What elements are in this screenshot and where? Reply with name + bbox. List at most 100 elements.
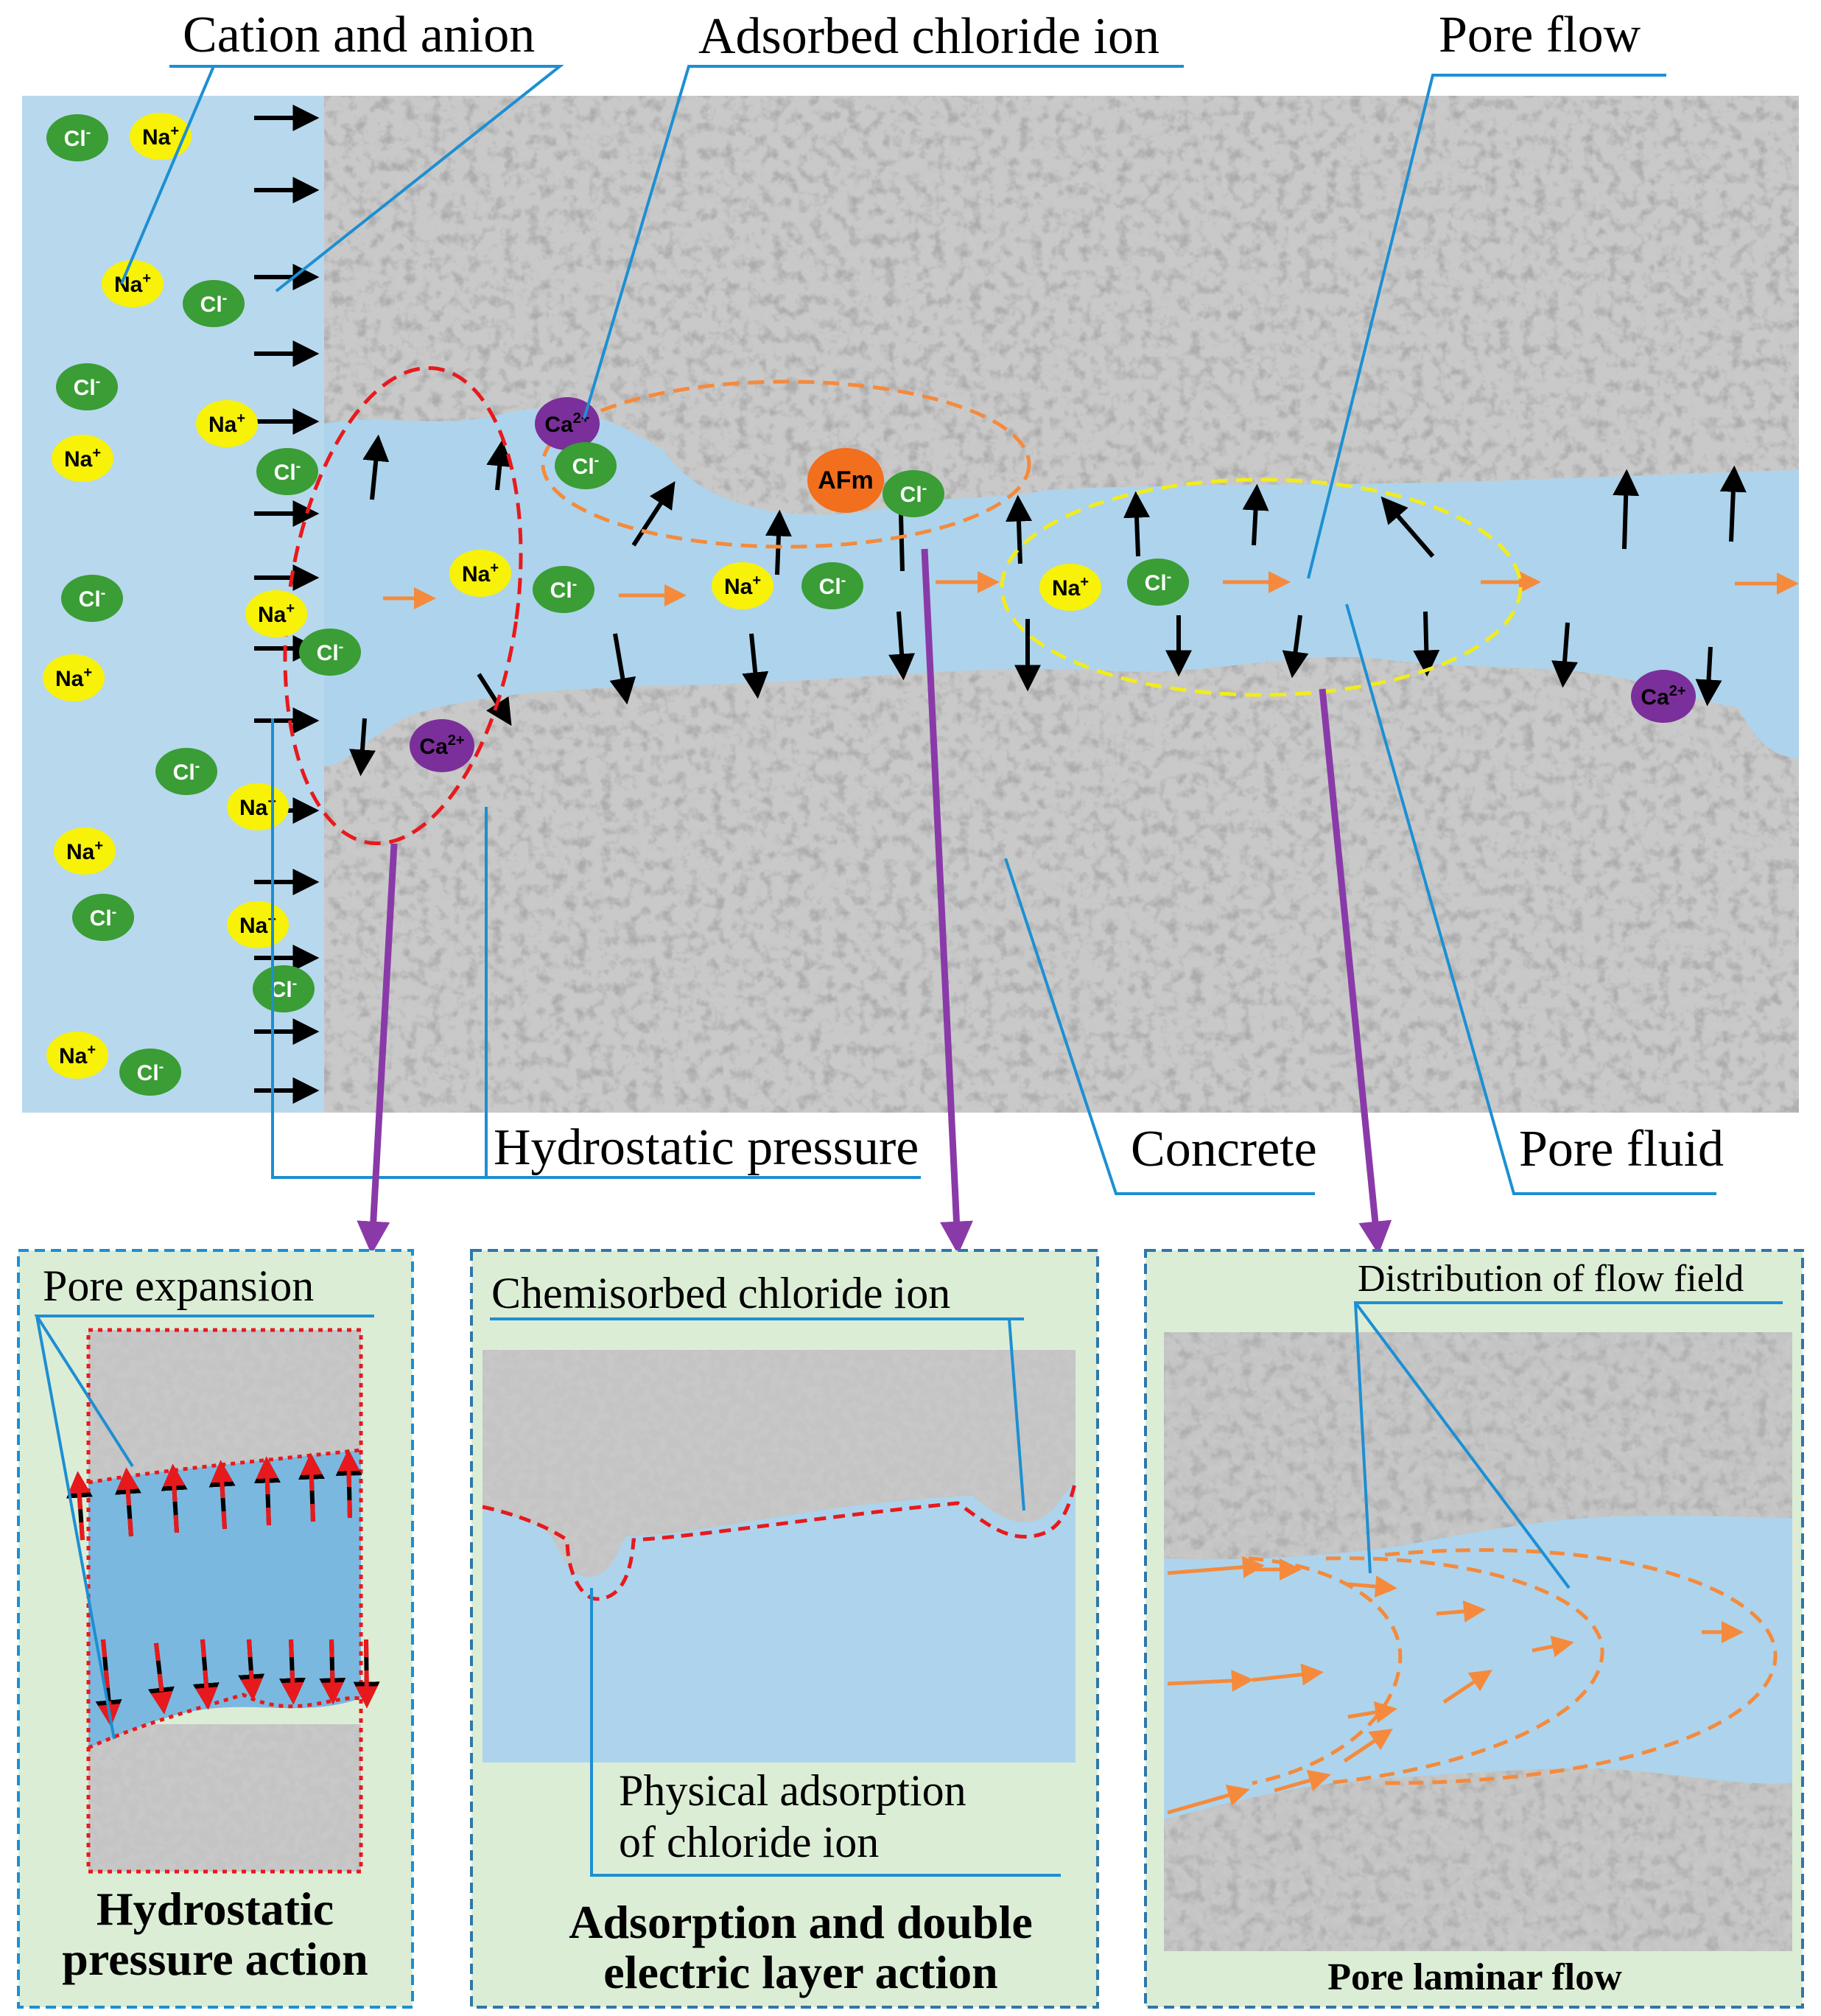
chloride-ion: Cl-: [56, 363, 118, 410]
ion-body: [46, 1032, 108, 1079]
flow-field-profiles: [1248, 1548, 1778, 1785]
ion-body: [253, 965, 315, 1012]
flow-focus-ellipse: [1000, 477, 1523, 697]
label-hydrostatic-pressure: Hydrostatic pressure: [494, 1119, 919, 1176]
ion-charge: -: [922, 480, 927, 497]
ion-charge: -: [339, 639, 344, 655]
label-physical-line1: Physical adsorption: [619, 1766, 966, 1815]
ion-body: [256, 448, 318, 495]
sodium-ion: Na+: [102, 260, 164, 307]
chloride-ion: Cl-: [155, 748, 217, 795]
ion-body: [410, 719, 474, 772]
ion-charge: -: [101, 585, 106, 601]
ion-charge: +: [92, 445, 101, 461]
chloride-ion: Cl-: [183, 280, 245, 327]
ion-body: [555, 442, 617, 489]
ion-charge: -: [292, 976, 298, 992]
pore-wall-arrows: [349, 434, 1747, 777]
label-cation-anion: Cation and anion: [183, 7, 535, 63]
ion-label: Cl-: [819, 573, 846, 599]
ion-charge: -: [86, 125, 91, 141]
label-physical-line2: of chloride ion: [619, 1818, 879, 1866]
sodium-ion: Na+: [227, 783, 289, 830]
ion-charge: -: [1167, 569, 1172, 585]
label-flow-field: Distribution of flow field: [1358, 1258, 1744, 1300]
sodium-ion: Na+: [1039, 564, 1101, 611]
title-hydrostatic-line1: Hydrostatic: [97, 1883, 334, 1935]
ion-body: [245, 590, 307, 637]
label-pore-fluid: Pore fluid: [1519, 1121, 1724, 1177]
ion-charge: +: [87, 1042, 96, 1058]
ion-charge: 2+: [1669, 683, 1686, 699]
laminar-pore: [1164, 1516, 1792, 1820]
pore-flow-arrows: [383, 571, 1800, 609]
chloride-ion: Cl-: [72, 894, 134, 941]
chloride-ion: Cl-: [256, 448, 318, 495]
ion-body: [61, 575, 123, 622]
concrete-leader: [1004, 858, 1315, 1195]
ion-charge: +: [490, 560, 499, 576]
ion-body: [43, 654, 105, 701]
ion-charge: +: [170, 123, 179, 139]
ion-body: [712, 562, 773, 609]
sodium-ion: Na+: [46, 1032, 108, 1079]
afm-phase: AFm: [807, 448, 884, 513]
panel-hydrostatic: Pore expansion Hydrostatic pressure acti…: [17, 1249, 414, 2009]
ion-label: Na+: [1052, 574, 1089, 601]
calcium-ion: Ca2+: [1631, 670, 1696, 723]
expansion-arrows-down: [95, 1639, 380, 1727]
title-adsorption-line1: Adsorption and double: [569, 1896, 1033, 1948]
ion-charge: -: [195, 758, 200, 774]
ion-body: [155, 748, 217, 795]
sodium-ion: Na+: [43, 654, 105, 701]
calcium-ion: Ca2+: [410, 719, 474, 772]
ion-body: [72, 894, 134, 941]
calcium-ion: Ca2+: [535, 397, 600, 450]
panel-adsorption: Chemisorbed chloride ion Physical adsorp…: [470, 1249, 1099, 2009]
title-adsorption-line2: electric layer action: [603, 1946, 997, 1998]
ion-charge: +: [1080, 574, 1089, 590]
ion-charge: +: [752, 573, 761, 589]
panel-laminar-flow: Distribution of flow field Pore laminar …: [1144, 1249, 1804, 2009]
ion-body: [533, 566, 594, 613]
ion-charge: +: [83, 665, 92, 681]
adsorbed-chloride-leader: [583, 65, 1184, 419]
physical-adsorption-leader: [590, 1588, 1061, 1877]
ion-body: [449, 550, 511, 597]
ion-charge: +: [142, 270, 151, 287]
expansion-arrows-up: [66, 1449, 362, 1541]
pore-fluid-leader: [1345, 603, 1716, 1195]
chloride-ion: Cl-: [555, 442, 617, 489]
chloride-ion: Cl-: [533, 566, 594, 613]
sodium-ion: Na+: [712, 562, 773, 609]
ion-body: [299, 629, 361, 676]
ion-charge: -: [222, 290, 228, 307]
chloride-ion: Cl-: [119, 1049, 181, 1096]
ion-body: [119, 1049, 181, 1096]
pore-expansion-leader-2: [35, 1315, 116, 1740]
ion-charge: -: [96, 374, 101, 390]
ion-charge: +: [286, 601, 295, 617]
ion-body: [46, 114, 108, 161]
cation-anion-leader-2: [214, 65, 564, 293]
ion-body: [52, 435, 113, 482]
ion-body: [1127, 559, 1189, 606]
sodium-ion: Na+: [130, 113, 192, 160]
ion-body: [102, 260, 164, 307]
label-concrete: Concrete: [1131, 1121, 1317, 1177]
hydrostatic-leader: [271, 718, 921, 1179]
hydrostatic-focus-ellipse: [283, 365, 523, 846]
adsorption-focus-ellipse: [541, 379, 1031, 549]
title-laminar-flow: Pore laminar flow: [1327, 1956, 1622, 1998]
title-hydrostatic-line2: pressure action: [62, 1933, 368, 1985]
sodium-ion: Na+: [449, 550, 511, 597]
label-adsorbed-chloride: Adsorbed chloride ion: [698, 8, 1159, 65]
ion-charge: -: [594, 452, 600, 469]
flow-field-leader-2: [1354, 1301, 1571, 1589]
ion-body: [183, 280, 245, 327]
label-pore-flow: Pore flow: [1439, 7, 1641, 63]
chloride-ion: Cl-: [883, 470, 944, 517]
ion-label: Na+: [59, 1042, 96, 1068]
